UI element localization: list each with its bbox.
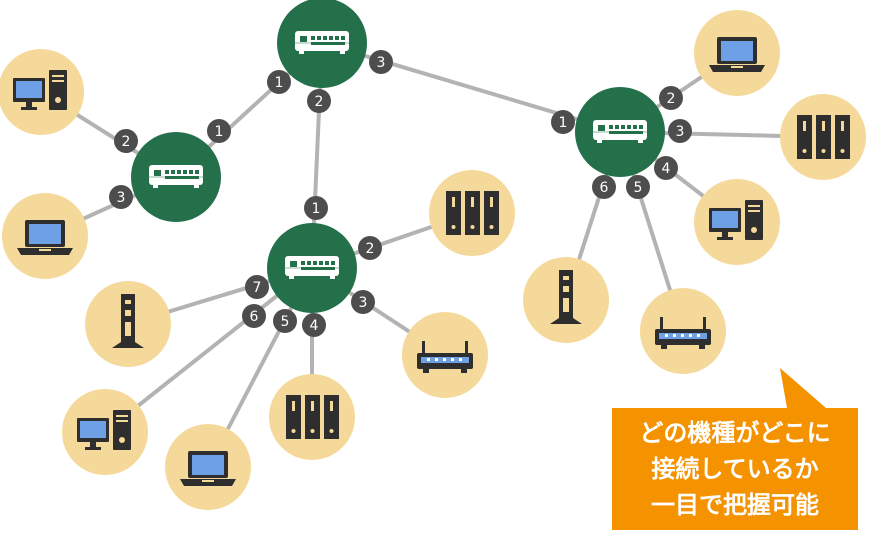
device-node-dev-right-ap (523, 257, 609, 343)
switch-icon (149, 165, 203, 188)
port-number: 3 (359, 295, 368, 311)
port-badge-layer: 1 1 2 1 3 1 2 3 2 3 4 5 6 7 2 3 4 5 6 (109, 50, 692, 337)
port-badge-sw-right-port-6: 6 (592, 175, 616, 199)
callout-line-2: 接続しているか (651, 455, 819, 483)
port-badge-sw-right-port-4: 4 (654, 156, 678, 180)
server-rack-icon (797, 115, 850, 159)
callout-line-1: どの機種がどこに (639, 419, 831, 447)
port-badge-sw-center-port-2: 2 (358, 236, 382, 260)
link-sw-top-sw-right (321, 41, 621, 134)
port-badge-circle (369, 50, 393, 74)
callout-bubble (612, 368, 858, 530)
port-badge-circle (207, 119, 231, 143)
port-number: 2 (315, 94, 324, 110)
device-node-dev-center-server (429, 170, 515, 256)
port-number: 2 (366, 241, 375, 257)
port-badge-circle (307, 89, 331, 113)
port-badge-circle (302, 313, 326, 337)
port-badge-circle (592, 175, 616, 199)
device-node-dev-center-ap (85, 281, 171, 367)
port-number: 1 (559, 115, 568, 131)
port-badge-circle (245, 275, 269, 299)
laptop-icon (17, 220, 73, 255)
switch-node-sw-center (267, 223, 357, 313)
port-number: 1 (215, 124, 224, 140)
port-badge-circle (659, 86, 683, 110)
device-node-dev-right-desktop (694, 179, 780, 265)
node-layer (0, 0, 866, 510)
port-number: 3 (117, 190, 126, 206)
port-number: 6 (250, 309, 259, 325)
port-badge-sw-center-port-4: 4 (302, 313, 326, 337)
port-badge-circle (114, 129, 138, 153)
device-node-dev-right-server (780, 94, 866, 180)
port-badge-circle (351, 290, 375, 314)
device-node-dev-left-desktop (0, 49, 84, 135)
port-number: 4 (662, 161, 671, 177)
switch-icon (593, 120, 647, 143)
port-badge-sw-top-port-3: 3 (369, 50, 393, 74)
link-layer (39, 41, 824, 468)
port-badge-sw-left-port-1: 1 (207, 119, 231, 143)
port-badge-circle (626, 175, 650, 199)
port-number: 7 (253, 280, 262, 296)
port-number: 2 (122, 134, 131, 150)
port-badge-sw-center-port-5: 5 (273, 309, 297, 333)
port-badge-circle (109, 185, 133, 209)
server-rack-icon (286, 395, 339, 439)
port-badge-circle (551, 110, 575, 134)
port-number: 3 (377, 55, 386, 71)
port-badge-sw-right-port-3: 3 (668, 119, 692, 143)
callout-line-3: 一目で把握可能 (651, 491, 819, 519)
switch-icon (295, 31, 349, 54)
laptop-icon (180, 451, 236, 486)
callout-text: どの機種がどこに 接続しているか 一目で把握可能 (612, 408, 858, 530)
port-number: 3 (676, 124, 685, 140)
port-badge-sw-top-port-2: 2 (307, 89, 331, 113)
device-node-dev-center-desktop (62, 389, 148, 475)
switch-node-sw-top (277, 0, 367, 88)
device-node-dev-right-router (640, 288, 726, 374)
port-badge-circle (267, 70, 291, 94)
port-badge-sw-right-port-1: 1 (551, 110, 575, 134)
port-badge-sw-center-port-1: 1 (304, 196, 328, 220)
port-badge-circle (304, 196, 328, 220)
port-badge-circle (654, 156, 678, 180)
port-badge-circle (358, 236, 382, 260)
device-node-dev-right-laptop (694, 10, 780, 96)
port-badge-circle (242, 304, 266, 328)
port-number: 2 (667, 91, 676, 107)
port-badge-sw-center-port-3: 3 (351, 290, 375, 314)
laptop-icon (709, 37, 765, 72)
port-number: 1 (312, 201, 321, 217)
port-badge-circle (668, 119, 692, 143)
port-badge-sw-center-port-7: 7 (245, 275, 269, 299)
port-number: 1 (275, 75, 284, 91)
port-badge-circle (273, 309, 297, 333)
device-node-dev-left-laptop (2, 193, 88, 279)
port-badge-sw-left-port-2: 2 (114, 129, 138, 153)
switch-icon (285, 256, 339, 279)
switch-node-sw-left (131, 132, 221, 222)
port-number: 5 (634, 180, 643, 196)
port-badge-sw-top-port-1: 1 (267, 70, 291, 94)
server-rack-icon (446, 191, 499, 235)
port-number: 5 (281, 314, 290, 330)
port-number: 4 (310, 318, 319, 334)
port-number: 6 (600, 180, 609, 196)
device-node-dev-center-router (402, 312, 488, 398)
device-node-dev-center-laptop (165, 424, 251, 510)
port-badge-sw-right-port-5: 5 (626, 175, 650, 199)
port-badge-sw-right-port-2: 2 (659, 86, 683, 110)
switch-node-sw-right (575, 87, 665, 177)
port-badge-sw-left-port-3: 3 (109, 185, 133, 209)
port-badge-sw-center-port-6: 6 (242, 304, 266, 328)
device-node-dev-center-server2 (269, 374, 355, 460)
callout-bubble-shape (612, 368, 858, 530)
